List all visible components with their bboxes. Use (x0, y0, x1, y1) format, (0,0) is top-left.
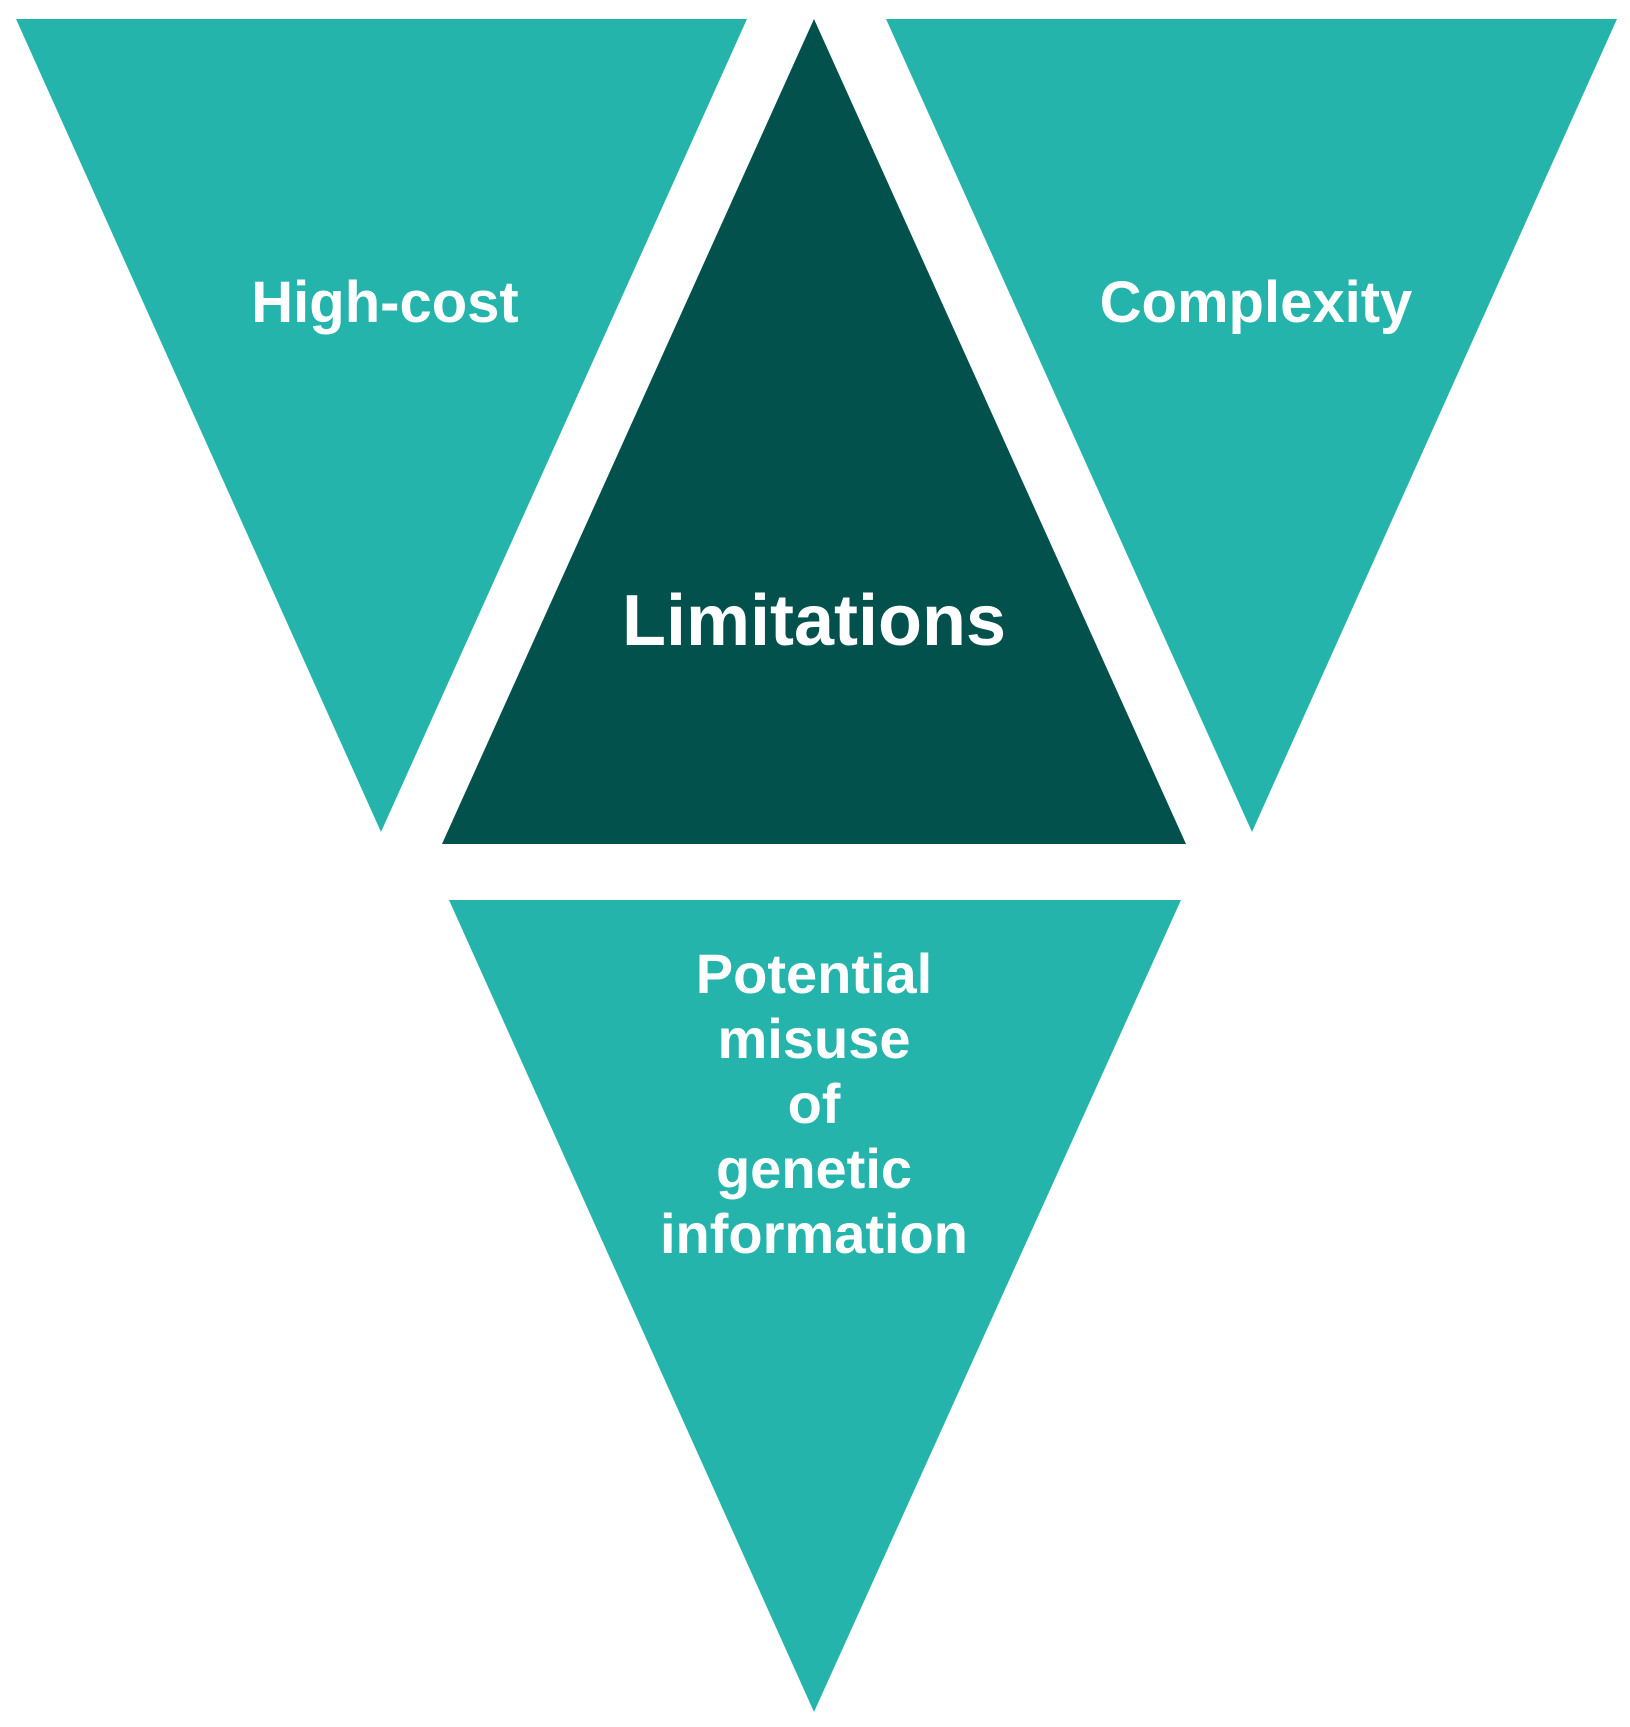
label-limitations: Limitations (622, 581, 1006, 661)
label-bottom-line-5: information (660, 1202, 968, 1265)
label-high-cost: High-cost (251, 270, 518, 335)
label-bottom-line-3: of (788, 1072, 841, 1135)
triangle-high-cost (16, 19, 747, 832)
triangle-limitations (442, 19, 1186, 844)
label-bottom-line-2: misuse (718, 1007, 911, 1070)
label-bottom-line-1: Potential (696, 942, 932, 1005)
triangle-potential-misuse (449, 900, 1181, 1712)
label-bottom-line-4: genetic (716, 1137, 912, 1200)
label-complexity: Complexity (1100, 270, 1413, 335)
triangle-complexity (886, 19, 1617, 832)
